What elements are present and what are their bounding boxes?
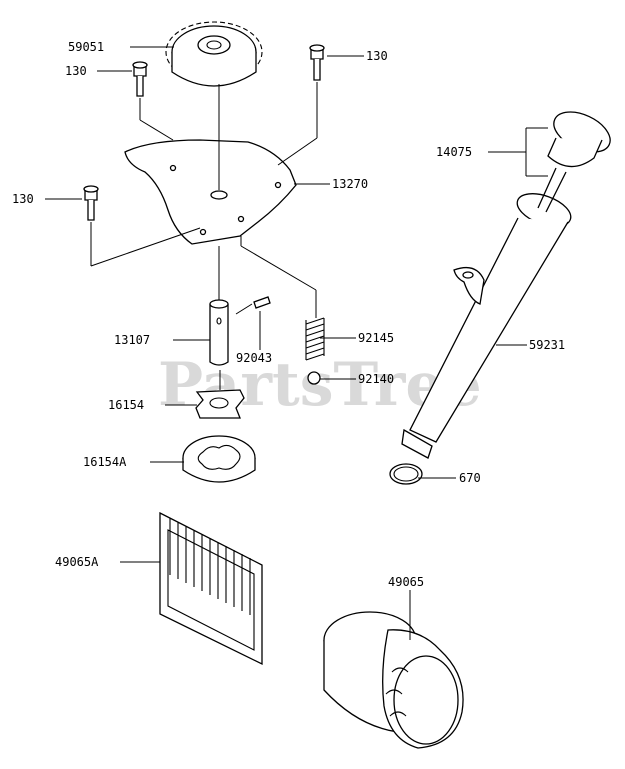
outer-rotor-16154a[interactable] xyxy=(182,435,256,483)
label-16154: 16154 xyxy=(108,398,144,412)
label-130-c: 130 xyxy=(12,192,34,206)
label-130-a: 130 xyxy=(65,64,87,78)
label-670: 670 xyxy=(459,471,481,485)
pin-92043[interactable] xyxy=(253,296,271,309)
label-59051: 59051 xyxy=(68,40,104,54)
bolt-130-b[interactable] xyxy=(309,44,325,81)
label-16154a: 16154A xyxy=(83,455,127,469)
strainer-49065a[interactable] xyxy=(159,511,263,666)
label-59231: 59231 xyxy=(529,338,565,352)
label-13270: 13270 xyxy=(332,177,368,191)
label-49065a: 49065A xyxy=(55,555,99,569)
bolt-130-c[interactable] xyxy=(83,185,99,221)
leader-lines xyxy=(45,46,548,640)
ball-92140[interactable] xyxy=(307,371,321,385)
o-ring-670[interactable] xyxy=(389,463,423,485)
part-labels: 59051 130 130 130 13270 14075 13107 9204… xyxy=(12,40,565,589)
oil-filter-49065[interactable] xyxy=(323,611,464,749)
dipstick-14075[interactable] xyxy=(537,104,616,213)
dipstick-tube-59231[interactable] xyxy=(401,187,575,459)
inner-rotor-16154[interactable] xyxy=(195,389,245,419)
gear-59051[interactable] xyxy=(165,21,263,87)
spring-92145[interactable] xyxy=(305,317,325,361)
label-92043: 92043 xyxy=(236,351,272,365)
shaft-13107[interactable] xyxy=(209,299,229,366)
bolt-130-a[interactable] xyxy=(132,61,148,97)
label-130-b: 130 xyxy=(366,49,388,63)
label-92140: 92140 xyxy=(358,372,394,386)
label-49065: 49065 xyxy=(388,575,424,589)
label-14075: 14075 xyxy=(436,145,472,159)
label-13107: 13107 xyxy=(114,333,150,347)
label-92145: 92145 xyxy=(358,331,394,345)
pump-plate-13270[interactable] xyxy=(124,139,297,245)
